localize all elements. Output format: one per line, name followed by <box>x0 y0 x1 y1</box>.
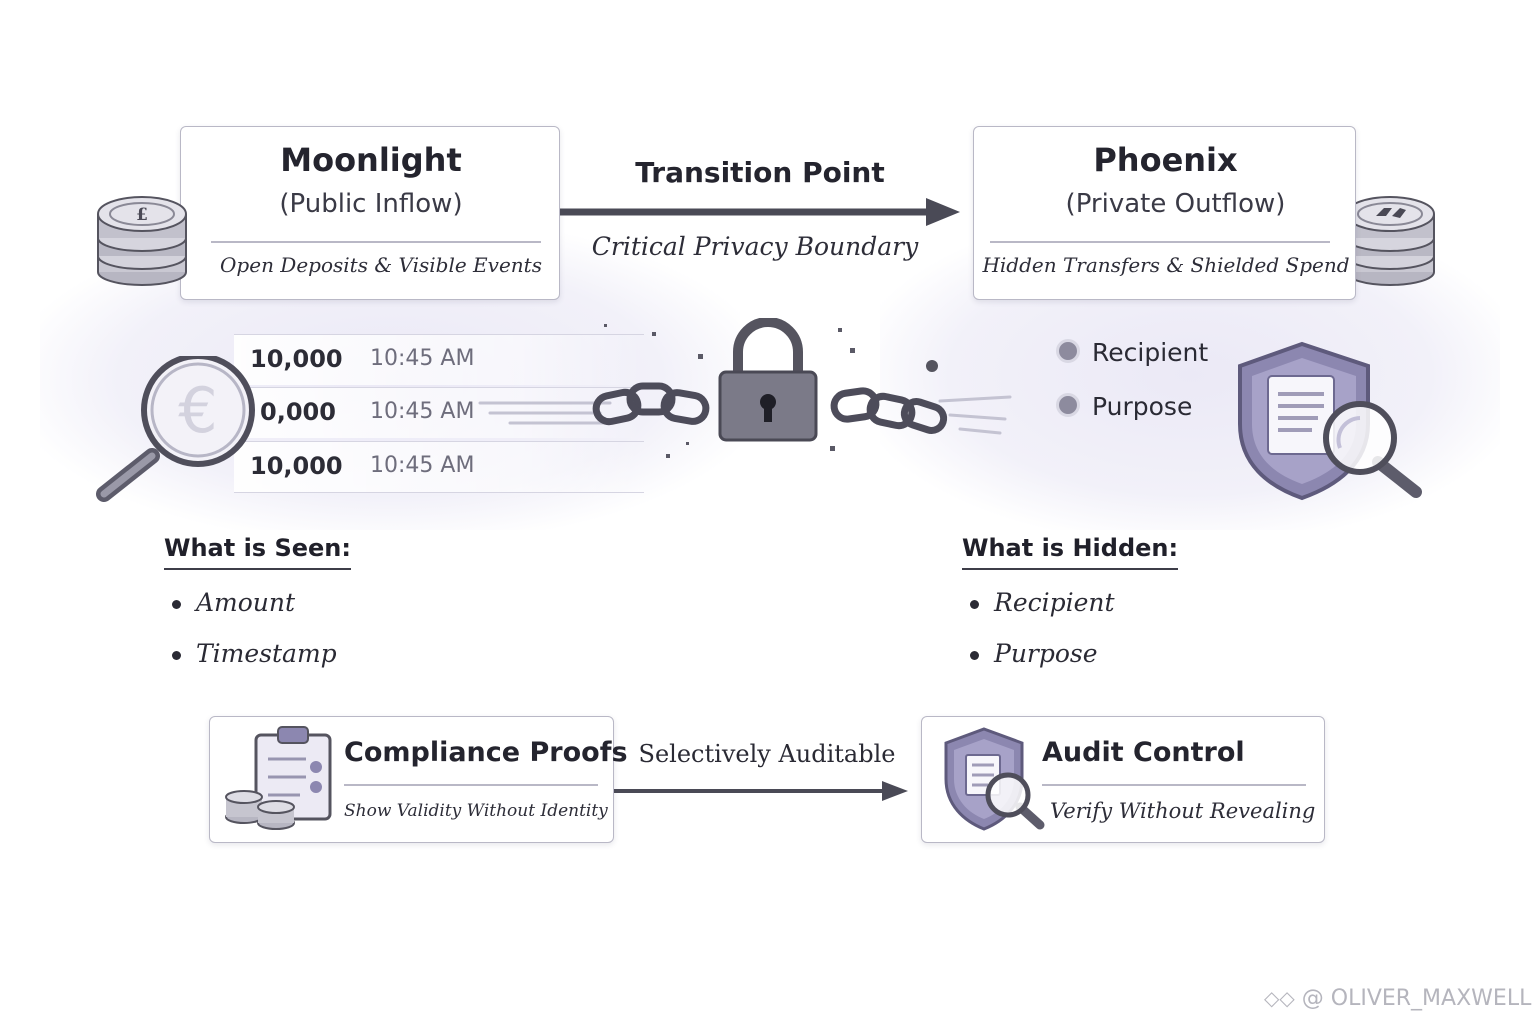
ledger-time: 10:45 AM <box>370 453 475 478</box>
compliance-card: Compliance Proofs Show Validity Without … <box>209 716 628 843</box>
moonlight-subtitle: (Public Inflow) <box>279 189 463 219</box>
motion-streaks <box>478 395 1012 435</box>
ledger-amount: 10,000 <box>250 345 343 373</box>
audit-divider <box>1042 784 1306 786</box>
moonlight-title: Moonlight <box>280 141 462 179</box>
watermark-text: @ OLIVER_MAXWELL <box>1301 986 1532 1011</box>
hidden-section: What is Hidden: Recipient Purpose <box>962 534 1179 690</box>
seen-heading: What is Seen: <box>164 534 351 570</box>
ledger-row: 10,000 10:45 AM <box>234 441 644 493</box>
bullet-dot <box>1056 339 1080 363</box>
hidden-field-recipient: Recipient <box>1056 338 1208 367</box>
phoenix-note: Hidden Transfers & Shielded Spend <box>982 253 1350 277</box>
transition-caption: Critical Privacy Boundary <box>591 232 919 261</box>
phoenix-divider <box>990 241 1330 243</box>
transition-label: Transition Point <box>635 156 885 189</box>
list-item: Amount <box>164 588 351 639</box>
hidden-field-purpose: Purpose <box>1056 392 1192 421</box>
bullet-dot <box>1056 393 1080 417</box>
moonlight-card: Moonlight (Public Inflow) Open Deposits … <box>180 126 560 300</box>
seen-list: Amount Timestamp <box>164 588 351 690</box>
ledger-time: 10:45 AM <box>370 346 475 371</box>
watermark: ◇◇ @ OLIVER_MAXWELL <box>1264 986 1531 1011</box>
phoenix-title: Phoenix <box>1093 141 1238 179</box>
watermark-logo-icon: ◇◇ <box>1264 986 1295 1010</box>
audit-card: Audit Control Verify Without Revealing <box>921 716 1325 843</box>
clipboard-checklist-coins-icon <box>225 726 332 830</box>
shield-document-magnifier-icon <box>1238 341 1422 501</box>
svg-text:€: € <box>178 374 217 447</box>
hidden-list: Recipient Purpose <box>962 588 1178 690</box>
padlock-chain-icon <box>592 318 948 458</box>
compliance-note: Show Validity Without Identity <box>344 801 608 821</box>
list-item: Recipient <box>962 588 1178 639</box>
list-item: Purpose <box>962 639 1178 690</box>
svg-text:£: £ <box>136 205 148 225</box>
euro-magnifier-icon: € <box>96 356 255 502</box>
ledger-time: 10:45 AM <box>370 399 475 424</box>
shield-magnifier-icon <box>944 727 1045 831</box>
audit-title: Audit Control <box>1042 737 1245 768</box>
hidden-heading: What is Hidden: <box>962 534 1179 570</box>
pound-coin-stack-icon: £ <box>97 196 187 286</box>
list-item: Timestamp <box>164 639 351 690</box>
transition-arrow <box>560 198 960 226</box>
moonlight-divider <box>211 241 541 243</box>
ledger-row: 10,000 10:45 AM <box>234 334 644 385</box>
audit-note: Verify Without Revealing <box>1050 799 1316 823</box>
ledger-amount: 0,000 <box>260 398 336 426</box>
selective-audit-arrow <box>614 781 908 801</box>
compliance-title: Compliance Proofs <box>344 737 628 768</box>
audit-link-label: Selectively Auditable <box>638 740 896 768</box>
phoenix-card: Phoenix (Private Outflow) Hidden Transfe… <box>973 126 1356 300</box>
compliance-divider <box>344 784 598 786</box>
ledger-amount: 10,000 <box>250 452 343 480</box>
seen-section: What is Seen: Amount Timestamp <box>164 534 351 690</box>
moonlight-note: Open Deposits & Visible Events <box>220 253 542 277</box>
phoenix-subtitle: (Private Outflow) <box>1065 189 1286 219</box>
